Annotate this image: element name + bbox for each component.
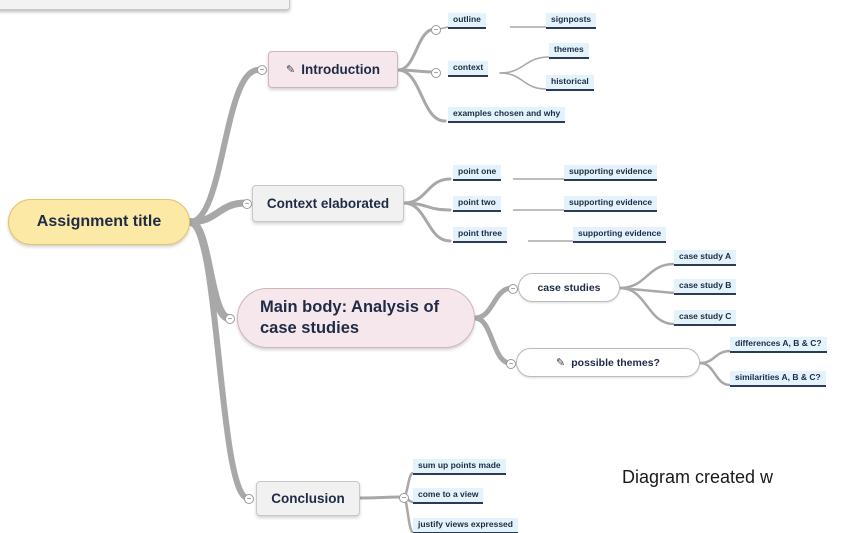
pencil-icon: ✎ [286,64,296,76]
label-themes[interactable]: themes [549,43,589,59]
window-fragment [0,0,290,10]
connector-line [472,315,513,366]
connector-line [402,177,452,205]
connector-line [402,201,452,243]
topic-conclusion[interactable]: Conclusion [256,481,360,516]
collapse-toggle-icon[interactable]: − [244,494,254,504]
connector-line [698,349,732,365]
label-come-to-view[interactable]: come to a view [413,488,484,504]
label-sum-up[interactable]: sum up points made [413,459,506,475]
topic-context-elaborated[interactable]: Context elaborated [252,185,404,222]
label-point-one[interactable]: point one [453,165,502,181]
node-possible-themes-label: possible themes? [571,356,660,369]
label-case-study-c[interactable]: case study C [674,310,737,326]
label-outline[interactable]: outline [448,13,486,29]
collapse-toggle-icon[interactable]: − [257,65,267,75]
label-historical[interactable]: historical [546,75,594,91]
label-evidence-two[interactable]: supporting evidence [564,196,658,212]
label-point-two[interactable]: point two [453,196,501,212]
label-differences[interactable]: differences A, B & C? [730,337,827,353]
pencil-icon: ✎ [556,357,566,369]
connector-line [396,68,447,123]
connector-line [187,219,251,501]
collapse-toggle-icon[interactable]: − [506,359,516,369]
label-context[interactable]: context [448,61,489,77]
collapse-toggle-icon[interactable]: − [431,68,441,78]
label-point-three[interactable]: point three [453,227,507,243]
root-node[interactable]: Assignment title [8,199,190,245]
topic-main-body[interactable]: Main body: Analysis of case studies [237,288,475,348]
collapse-toggle-icon[interactable]: − [431,25,441,35]
node-case-studies[interactable]: case studies [518,273,620,302]
label-justify-views[interactable]: justify views expressed [413,518,518,533]
label-evidence-three[interactable]: supporting evidence [573,227,667,243]
connector-line [499,72,547,90]
collapse-toggle-icon[interactable]: − [399,493,409,503]
label-case-study-b[interactable]: case study B [674,279,737,295]
connector-line [187,67,261,225]
collapse-toggle-icon[interactable]: − [225,314,235,324]
topic-introduction[interactable]: ✎ Introduction [268,51,398,88]
node-possible-themes[interactable]: ✎ possible themes? [516,348,700,377]
connector-line [358,495,405,500]
label-evidence-one[interactable]: supporting evidence [564,165,658,181]
connector-line [472,285,515,321]
collapse-toggle-icon[interactable]: − [242,199,252,209]
connector-line [618,286,676,326]
connector-line [698,361,732,387]
label-examples[interactable]: examples chosen and why [448,107,566,123]
connector-line [186,199,250,226]
connector-line [396,27,437,72]
connector-line [499,56,550,74]
label-case-study-a[interactable]: case study A [674,250,737,266]
label-signposts[interactable]: signposts [546,13,597,29]
topic-introduction-label: Introduction [301,62,380,77]
collapse-toggle-icon[interactable]: − [508,284,518,294]
connector-line [618,262,676,290]
label-similarities[interactable]: similarities A, B & C? [730,371,826,387]
caption-text: Diagram created w [622,467,774,487]
